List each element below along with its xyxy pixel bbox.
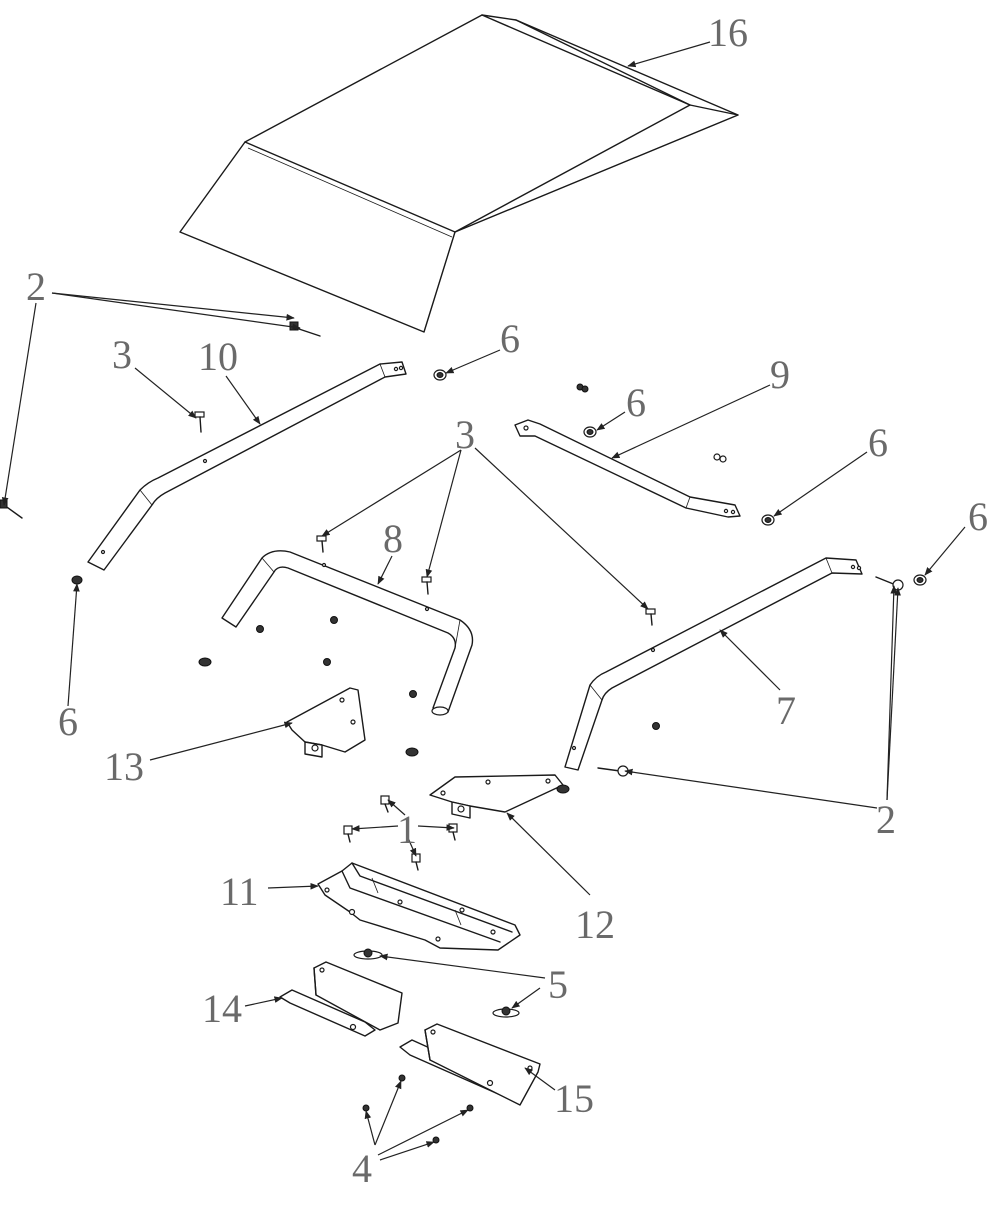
callout-7: 7	[776, 688, 796, 733]
callout-11: 11	[220, 869, 259, 914]
part-9-tube	[514, 419, 741, 518]
part-11-base-plate	[317, 862, 521, 951]
callout-1: 1	[397, 807, 417, 852]
callout-15: 15	[554, 1076, 594, 1121]
part-13-bracket	[286, 687, 366, 758]
part-2-pins	[0, 321, 904, 777]
nuts	[256, 383, 727, 730]
callout-6: 6	[968, 494, 988, 539]
callout-2: 2	[26, 264, 46, 309]
callout-12: 12	[575, 902, 615, 947]
part-5-wing-nuts	[353, 948, 520, 1018]
part-15-channel	[399, 1023, 541, 1106]
part-4-screws	[362, 1074, 474, 1144]
callouts: 16 2 3 10 6 9 6 3 6 6 8 6 7 13 1 2 11 12…	[26, 10, 988, 1191]
callout-2: 2	[876, 797, 896, 842]
callout-6: 6	[626, 380, 646, 425]
part-12-bracket	[429, 774, 564, 819]
callout-6: 6	[58, 699, 78, 744]
callout-13: 13	[104, 744, 144, 789]
callout-5: 5	[548, 962, 568, 1007]
leader-lines	[1, 41, 966, 1161]
callout-8: 8	[383, 516, 403, 561]
part-3-bolts	[194, 411, 656, 626]
callout-6: 6	[500, 316, 520, 361]
callout-3: 3	[455, 412, 475, 457]
callout-14: 14	[202, 986, 242, 1031]
callout-3: 3	[112, 332, 132, 377]
callout-10: 10	[198, 334, 238, 379]
part-10-tube	[87, 361, 407, 571]
callout-16: 16	[708, 10, 748, 55]
part-16-canopy	[179, 14, 739, 333]
part-14-channel	[279, 961, 403, 1037]
callout-4: 4	[352, 1146, 372, 1191]
part-8-tube	[221, 550, 474, 716]
callout-6: 6	[868, 420, 888, 465]
part-7-tube	[564, 557, 863, 771]
callout-9: 9	[770, 352, 790, 397]
part-6-grommets	[71, 369, 927, 794]
